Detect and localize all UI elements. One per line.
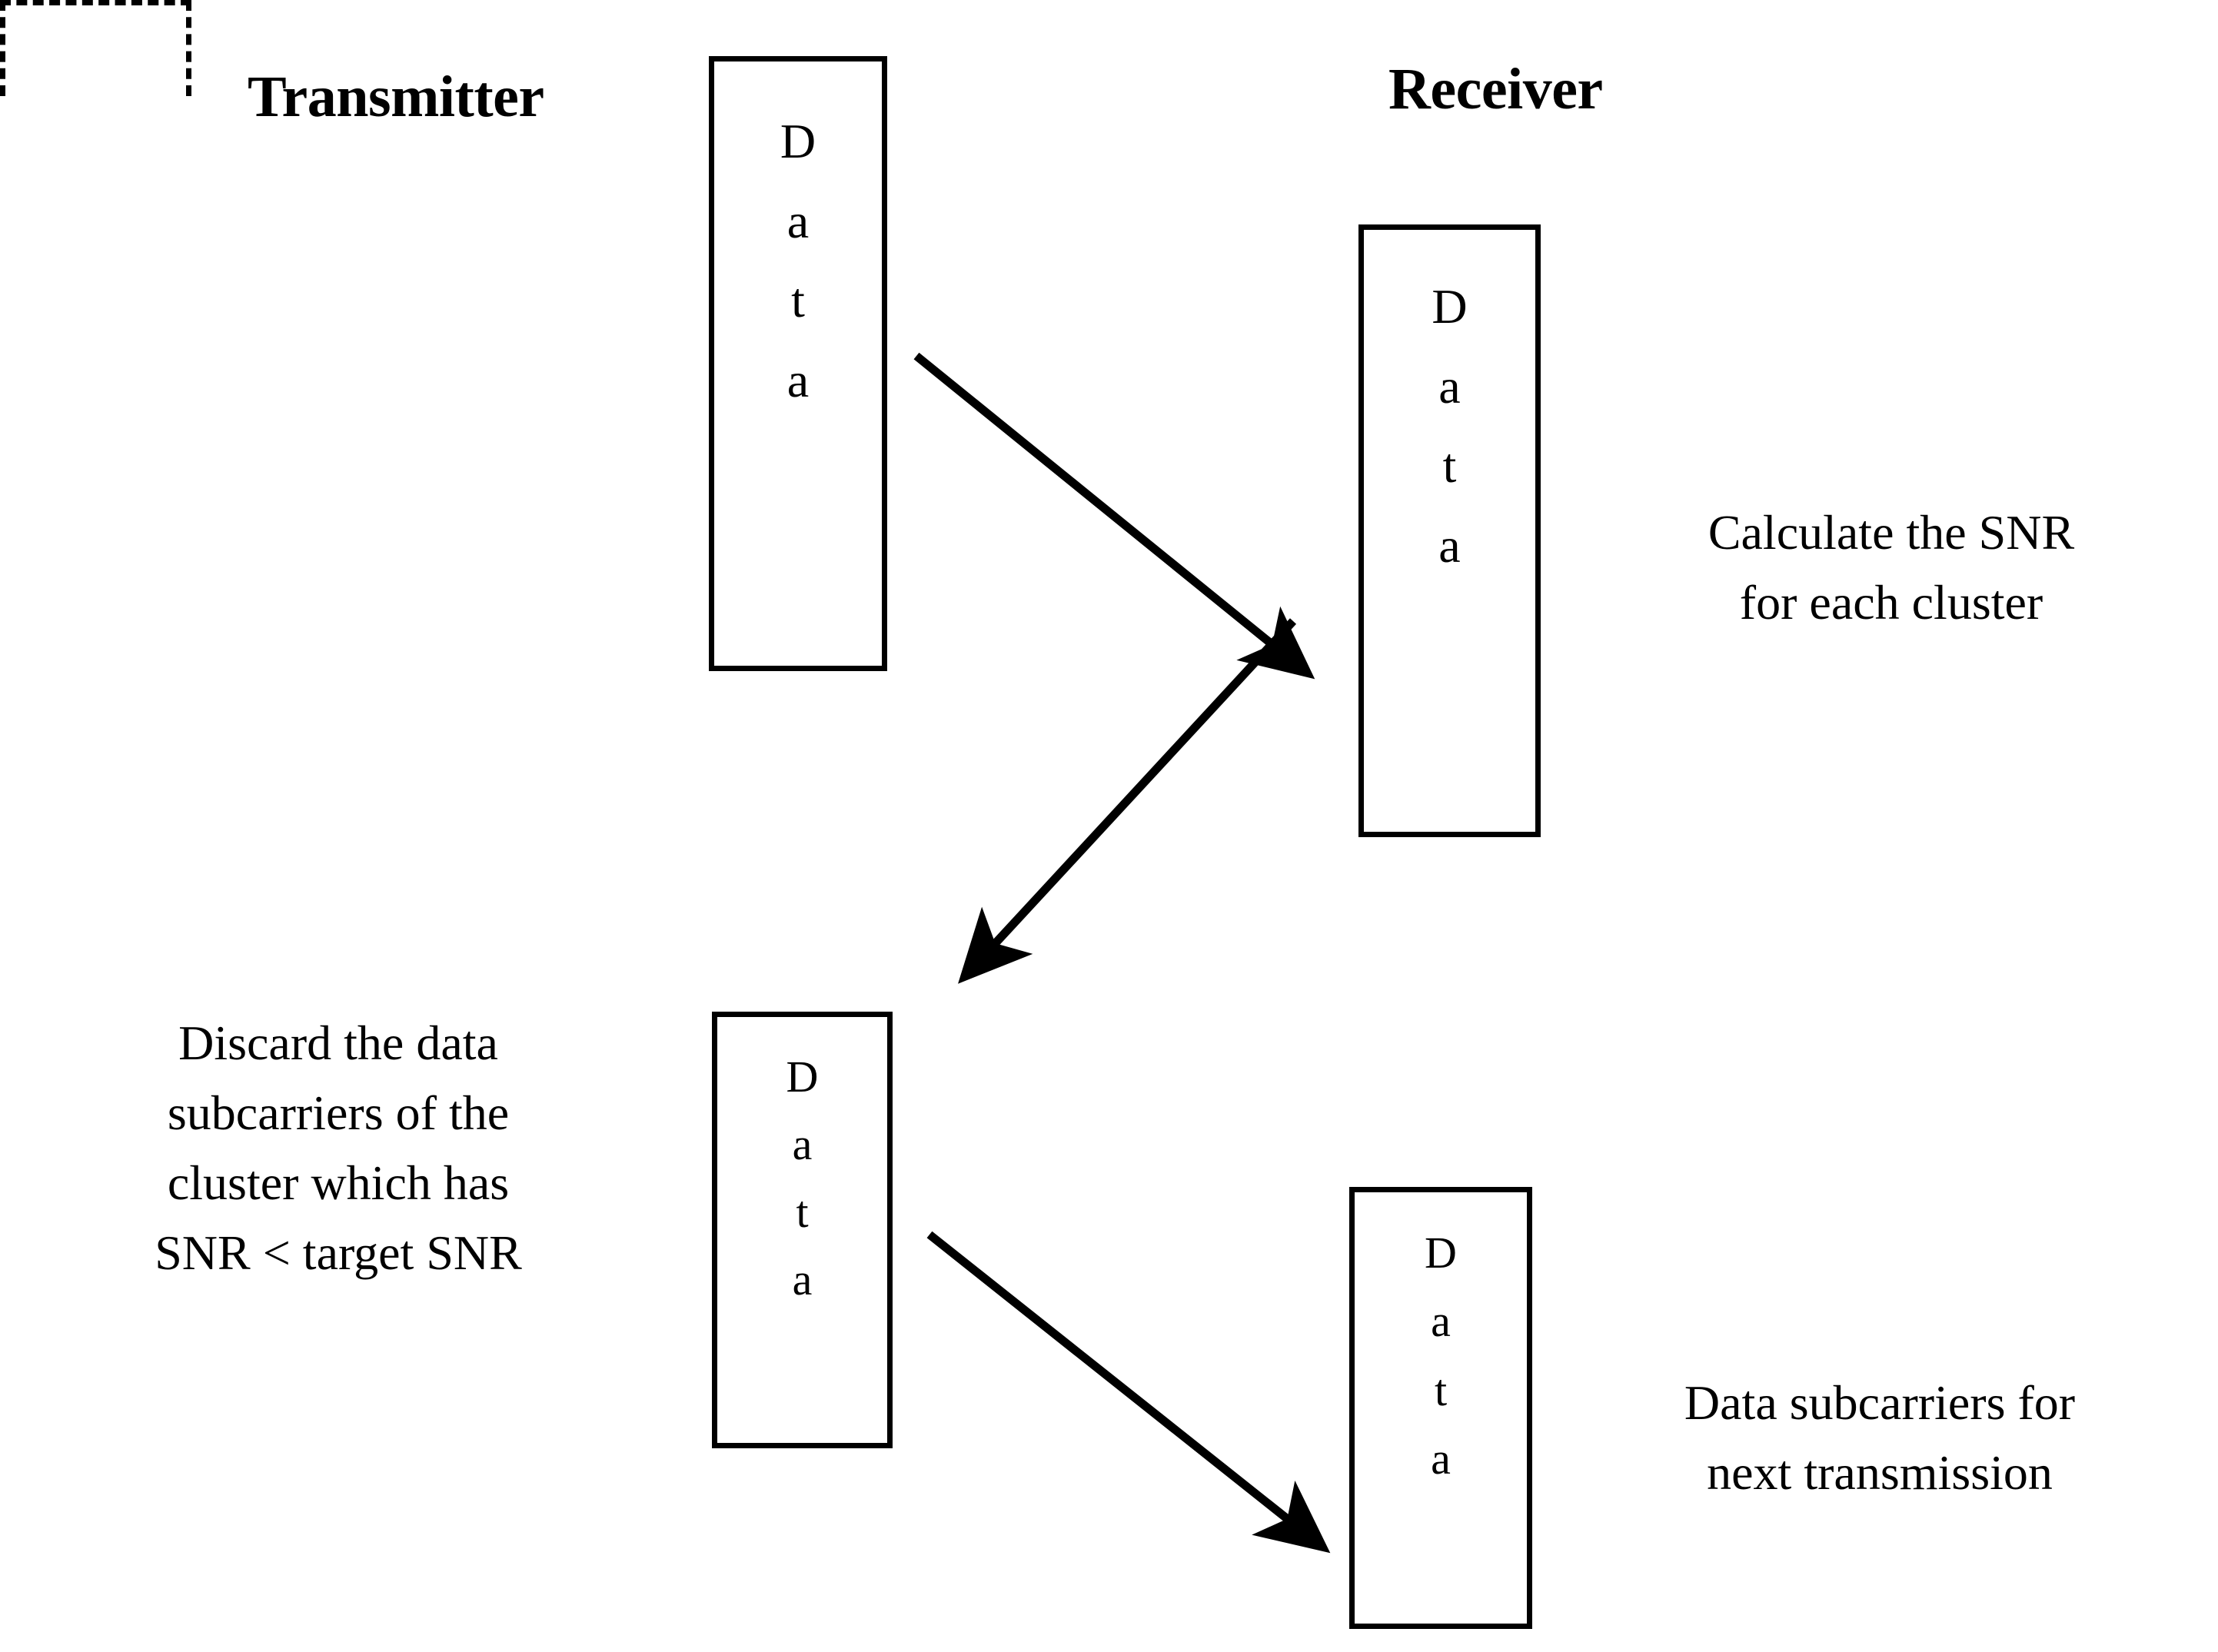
- receiver-data-box: D a t a: [1358, 224, 1541, 837]
- receiver-data-box-label: D a t a: [1432, 279, 1468, 573]
- next-transmission-data-box: D a t a: [1349, 1187, 1532, 1629]
- receiver-label: Receiver: [1388, 57, 1603, 121]
- next-transmission-caption: Data subcarriers for next transmission: [1684, 1375, 2076, 1500]
- discard-data-box-label: D a t a: [786, 1052, 819, 1305]
- discard-data-box: D a t a: [712, 1012, 893, 1448]
- transmitter-data-box-label: D a t a: [780, 114, 816, 408]
- calculate-snr-caption: Calculate the SNR for each cluster: [1708, 505, 2075, 630]
- transmitter-data-box: D a t a: [709, 56, 887, 671]
- arrow-transmitter-to-receiver: [913, 352, 1315, 680]
- arrow-receiver-to-discard: [958, 618, 1297, 984]
- discard-caption: Discard the data subcarriers of the clus…: [155, 1015, 522, 1280]
- transmitter-label: Transmitter: [248, 65, 544, 129]
- arrow-discard-to-next-transmission: [926, 1231, 1331, 1554]
- discarded-subcarriers-dashed-box: [0, 0, 191, 96]
- next-transmission-data-box-label: D a t a: [1425, 1228, 1457, 1484]
